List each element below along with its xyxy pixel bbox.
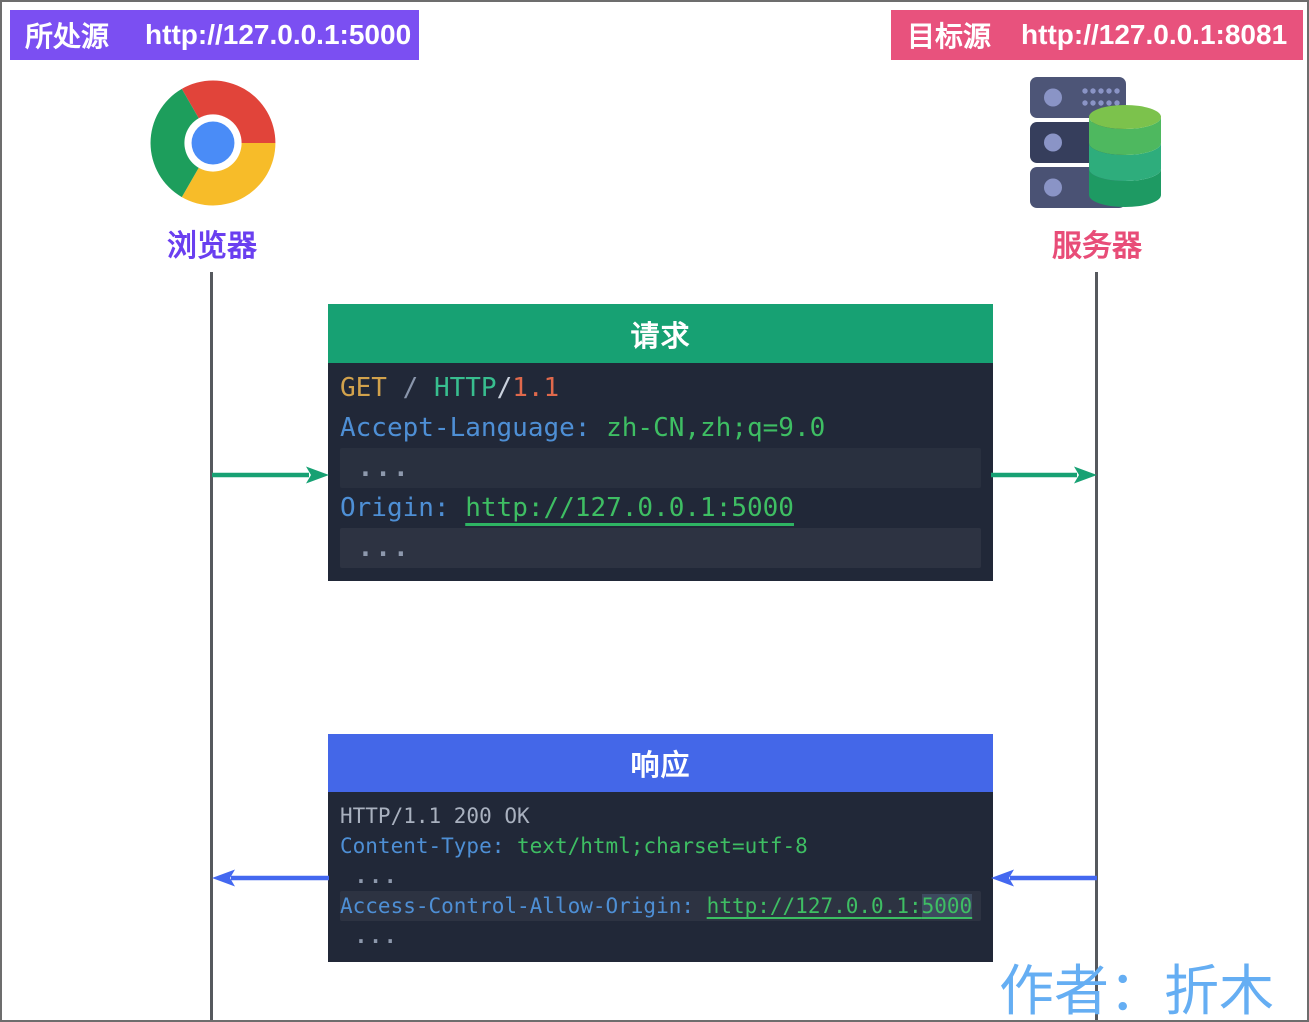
target-badge: 目标源 http://127.0.0.1:8081 [891, 10, 1303, 60]
origin-badge-url: http://127.0.0.1:5000 [145, 19, 412, 50]
ellipsis-row: ... [340, 448, 981, 488]
status-line: HTTP/1.1 200 OK [340, 801, 981, 831]
author-watermark: 作者：折木 [999, 960, 1275, 1022]
http-version: 1.1 [512, 373, 560, 403]
request-arrow-browser-to-panel [212, 465, 329, 485]
response-arrow-server-to-panel [991, 868, 1097, 888]
response-panel: 响应 HTTP/1.1 200 OK Content-Type: text/ht… [328, 734, 993, 962]
protocol-slash: / [496, 373, 513, 403]
http-protocol: HTTP [433, 373, 497, 403]
response-headers-code: HTTP/1.1 200 OK Content-Type: text/html;… [328, 792, 993, 962]
ellipsis-row: ... [340, 921, 981, 951]
request-path: / [386, 373, 434, 403]
ellipsis-dots: ... [340, 533, 411, 563]
request-line: GET / HTTP/1.1 [340, 368, 981, 408]
header-key: Content-Type: [340, 834, 505, 858]
request-panel: 请求 GET / HTTP/1.1 Accept-Language: zh-CN… [328, 304, 993, 581]
server-lifeline [1095, 272, 1098, 1020]
header-key: Accept-Language: [340, 413, 591, 443]
origin-url-underlined: http://127.0.0.1:5000 [465, 493, 794, 523]
server-label: 服务器 [1052, 230, 1142, 263]
response-arrow-panel-to-browser [212, 868, 329, 888]
ellipsis-dots: ... [340, 864, 399, 888]
header-value: text/html;charset=utf-8 [504, 834, 808, 858]
response-panel-title: 响应 [328, 734, 993, 792]
acao-port-highlight: 5000 [921, 894, 973, 918]
ellipsis-dots: ... [340, 924, 399, 948]
origin-header: Origin: http://127.0.0.1:5000 [340, 488, 981, 528]
acao-url-prefix: http://127.0.0.1: [706, 894, 922, 918]
space [450, 493, 466, 523]
header-key: Access-Control-Allow-Origin: [340, 894, 695, 918]
header-key: Origin: [340, 493, 450, 523]
target-badge-url: http://127.0.0.1:8081 [1021, 19, 1288, 50]
http-method: GET [340, 373, 387, 403]
space [694, 894, 707, 918]
browser-label: 浏览器 [167, 230, 257, 263]
server-database-icon [1030, 76, 1162, 214]
origin-badge-label: 所处源 [25, 21, 110, 52]
request-headers-code: GET / HTTP/1.1 Accept-Language: zh-CN,zh… [328, 363, 993, 581]
chrome-browser-icon [148, 78, 278, 208]
request-panel-title: 请求 [328, 304, 993, 363]
status-text: HTTP/1.1 200 OK [340, 804, 530, 828]
browser-lifeline [210, 272, 213, 1020]
ellipsis-row: ... [340, 861, 981, 891]
request-arrow-panel-to-server [991, 465, 1097, 485]
ellipsis-dots: ... [340, 453, 411, 483]
content-type-header: Content-Type: text/html;charset=utf-8 [340, 831, 981, 861]
ellipsis-row: ... [340, 528, 981, 568]
target-badge-label: 目标源 [907, 21, 992, 52]
accept-language-header: Accept-Language: zh-CN,zh;q=9.0 [340, 408, 981, 448]
acao-header: Access-Control-Allow-Origin: http://127.… [340, 891, 981, 921]
header-value: zh-CN,zh;q=9.0 [590, 413, 826, 443]
origin-badge: 所处源 http://127.0.0.1:5000 [10, 10, 419, 60]
acao-url-underlined: http://127.0.0.1:5000 [707, 894, 973, 918]
